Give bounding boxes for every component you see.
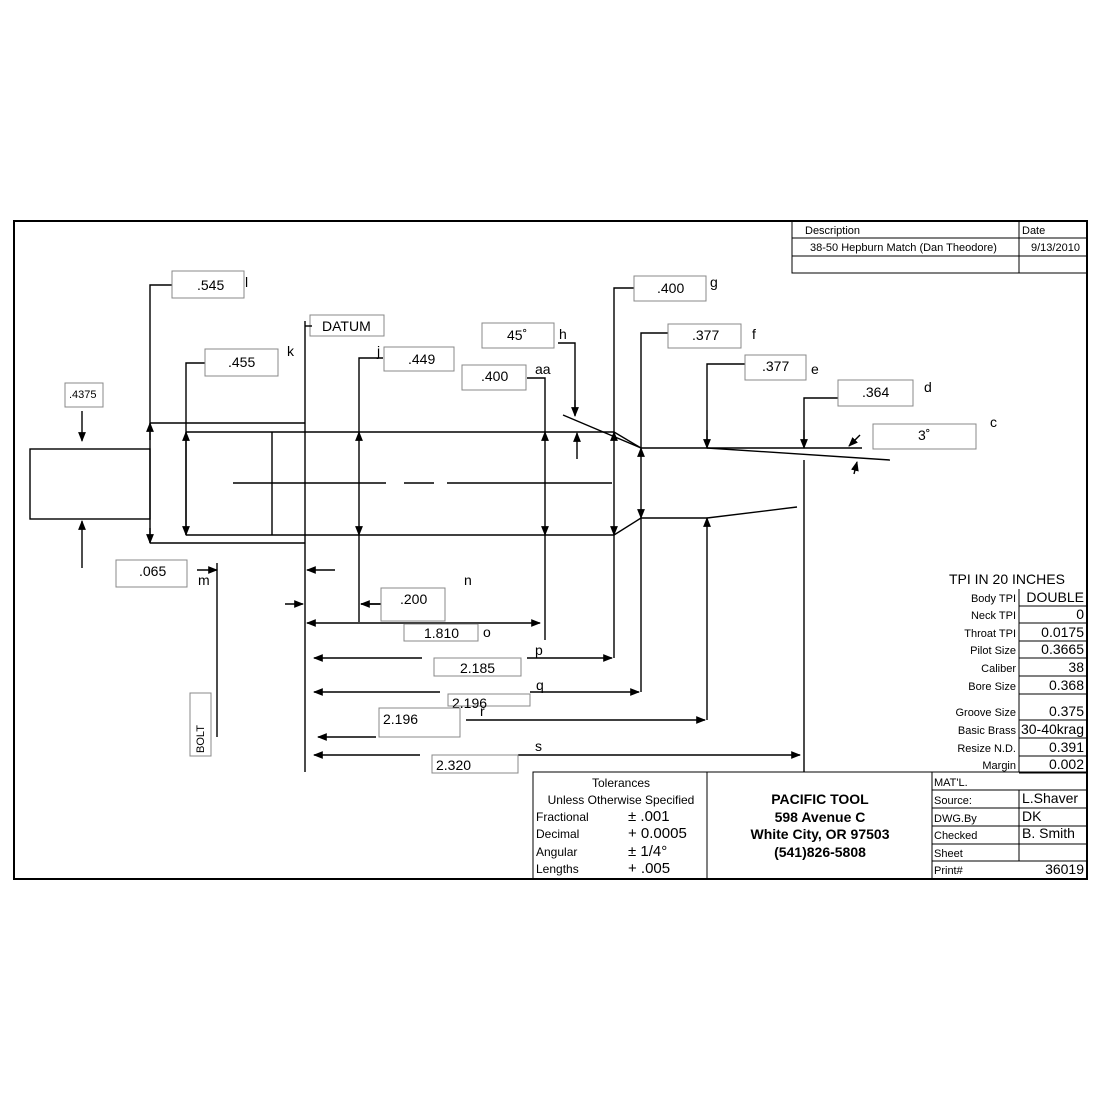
letter-r: r [480, 703, 485, 719]
spec-label: Body TPI [971, 593, 1016, 605]
dim-base-value: .4375 [69, 389, 97, 401]
dim-aa-value: .400 [481, 368, 508, 384]
print-value: 36019 [1045, 861, 1084, 877]
letter-f: f [752, 326, 756, 342]
dimension-values: .545 .455 .449 .400 .400 .377 .377 .364 … [64, 270, 977, 774]
spec-value: 0 [1076, 606, 1084, 622]
dim-r-value: 2.196 [383, 711, 418, 727]
tolerance-value: + 0.0005 [628, 825, 687, 842]
letter-k: k [287, 343, 295, 359]
dim-f-value: .377 [692, 327, 719, 343]
sheet-label: Sheet [934, 848, 963, 860]
dimension-letters: l k j aa g f e d h c m n o p q r s [198, 274, 997, 754]
dim-h-value: 45˚ [507, 327, 527, 343]
dim-l-value: .545 [197, 277, 224, 293]
specs-title: TPI IN 20 INCHES [949, 571, 1065, 587]
spec-value: 0.002 [1049, 756, 1084, 772]
letter-s: s [535, 738, 542, 754]
letter-q: q [536, 677, 544, 693]
spec-value: 30-40krag [1021, 721, 1084, 737]
description-label: Description [805, 225, 860, 237]
spec-label: Basic Brass [958, 725, 1017, 737]
spec-value: 0.368 [1049, 677, 1084, 693]
checked-label: Checked [934, 830, 977, 842]
tolerances-subtitle: Unless Otherwise Specified [548, 793, 695, 807]
tolerance-label: Fractional [536, 810, 589, 824]
letter-h: h [559, 326, 567, 342]
company-address: 598 Avenue C [775, 809, 866, 825]
spec-label: Neck TPI [971, 610, 1016, 622]
spec-label: Caliber [981, 663, 1016, 675]
tolerance-value: + .005 [628, 860, 670, 877]
letter-j: j [376, 343, 380, 359]
dim-e-value: .377 [762, 358, 789, 374]
print-label: Print# [934, 865, 964, 877]
matl-label: MAT'L. [934, 777, 968, 789]
company-name: PACIFIC TOOL [771, 791, 869, 807]
tolerance-label: Lengths [536, 862, 579, 876]
spec-value: 0.391 [1049, 739, 1084, 755]
letter-c: c [990, 414, 997, 430]
spec-value: 38 [1068, 659, 1084, 675]
specs-table: TPI IN 20 INCHES Body TPI DOUBLE Neck TPI 0… [949, 571, 1088, 774]
spec-label: Groove Size [955, 707, 1016, 719]
tolerance-value: ± 1/4° [628, 843, 667, 860]
dim-k-value: .455 [228, 354, 255, 370]
letter-p: p [535, 642, 543, 658]
dwg-label: DWG.By [934, 813, 977, 825]
letter-d: d [924, 379, 932, 395]
tolerance-value: ± .001 [628, 808, 670, 825]
title-block: Tolerances Unless Otherwise Specified Fr… [532, 771, 1088, 880]
dim-g-value: .400 [657, 280, 684, 296]
spec-label: Pilot Size [970, 645, 1016, 657]
dim-c-value: 3˚ [918, 427, 930, 443]
date-label: Date [1022, 225, 1045, 237]
datum-label: DATUM [322, 318, 371, 334]
header-block: Description Date 38-50 Hepburn Match (Da… [791, 220, 1088, 274]
letter-o: o [483, 624, 491, 640]
company-city: White City, OR 97503 [750, 826, 889, 842]
company-phone: (541)826-5808 [774, 844, 866, 860]
checked-value: B. Smith [1022, 825, 1075, 841]
spec-label: Resize N.D. [957, 743, 1016, 755]
dim-m-value: .065 [139, 563, 166, 579]
dim-s-value: 2.320 [436, 757, 471, 773]
spec-label: Bore Size [968, 681, 1016, 693]
dim-o-value: 1.810 [424, 625, 459, 641]
dim-j-value: .449 [408, 351, 435, 367]
spec-value: 0.0175 [1041, 624, 1084, 640]
letter-g: g [710, 274, 718, 290]
drawing-frame [13, 220, 1088, 880]
tolerances-title: Tolerances [592, 776, 650, 790]
dim-q-value: 2.196 [452, 695, 487, 711]
source-label: Source: [934, 795, 972, 807]
date-value: 9/13/2010 [1031, 242, 1080, 254]
dwg-value: DK [1022, 808, 1042, 824]
tolerance-label: Angular [536, 845, 577, 859]
letter-m: m [198, 572, 210, 588]
spec-value: DOUBLE [1026, 589, 1084, 605]
spec-value: 0.3665 [1041, 641, 1084, 657]
dimension-leaders [78, 284, 861, 772]
bolt-label: BOLT [195, 725, 207, 753]
letter-l: l [245, 274, 248, 290]
dim-n-value: .200 [400, 591, 427, 607]
tolerance-label: Decimal [536, 827, 579, 841]
dim-p-value: 2.185 [460, 660, 495, 676]
spec-label: Margin [982, 760, 1016, 772]
dim-d-value: .364 [862, 384, 889, 400]
letter-e: e [811, 361, 819, 377]
letter-aa: aa [535, 361, 551, 377]
spec-label: Throat TPI [964, 628, 1016, 640]
source-value: L.Shaver [1022, 790, 1078, 806]
letter-n: n [464, 572, 472, 588]
description-value: 38-50 Hepburn Match (Dan Theodore) [810, 242, 997, 254]
spec-value: 0.375 [1049, 703, 1084, 719]
